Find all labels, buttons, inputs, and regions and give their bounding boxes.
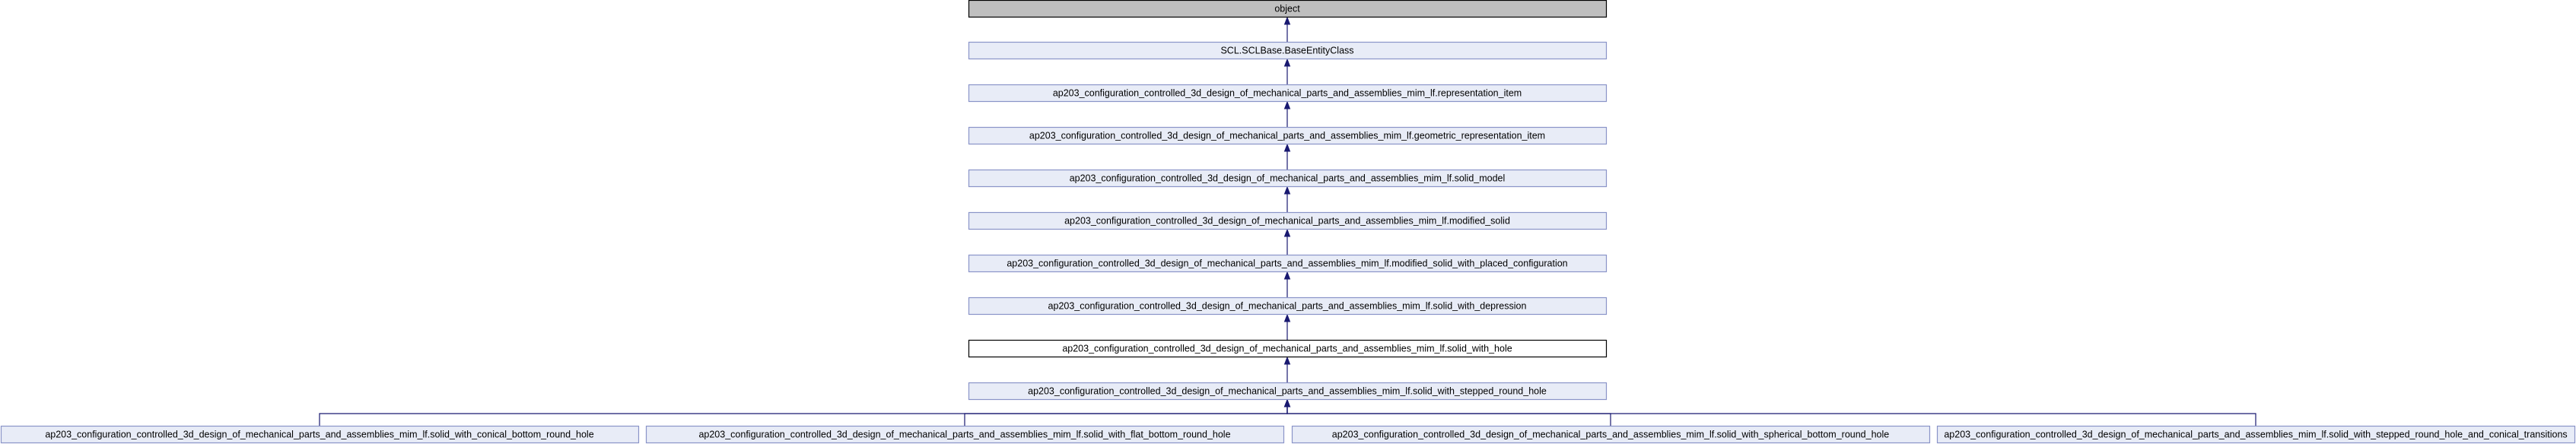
node-box <box>968 126 1608 145</box>
node-label: ap203_configuration_controlled_3d_design… <box>1062 344 1512 354</box>
node-label: object <box>1274 4 1300 14</box>
inheritance-edge <box>1283 356 1291 382</box>
node-label: ap203_configuration_controlled_3d_design… <box>1029 131 1545 141</box>
node-box <box>968 382 1608 401</box>
inheritance-edge <box>1283 100 1291 127</box>
node-label: ap203_configuration_controlled_3d_design… <box>1048 301 1527 312</box>
class-node[interactable]: ap203_configuration_controlled_3d_design… <box>968 126 1608 145</box>
inheritance-edge <box>964 398 1291 426</box>
class-node[interactable]: ap203_configuration_controlled_3d_design… <box>0 425 640 444</box>
node-box <box>968 0 1608 18</box>
arrowhead-icon <box>1283 398 1291 408</box>
inheritance-edge <box>1283 271 1291 297</box>
node-box <box>968 169 1608 188</box>
arrowhead-icon <box>1283 100 1291 109</box>
class-node[interactable]: ap203_configuration_controlled_3d_design… <box>968 382 1608 401</box>
inheritance-edge <box>1283 228 1291 255</box>
node-box <box>968 339 1608 358</box>
arrowhead-icon <box>1283 16 1291 25</box>
node-box <box>1291 425 1931 444</box>
node-box <box>1936 425 2576 444</box>
node-box <box>968 41 1608 60</box>
node-label: ap203_configuration_controlled_3d_design… <box>1064 216 1510 227</box>
arrowhead-icon <box>1283 143 1291 152</box>
arrowhead-icon <box>1283 58 1291 67</box>
node-box <box>968 211 1608 230</box>
inheritance-edge <box>1283 16 1291 42</box>
node-box <box>968 84 1608 103</box>
current-class-node: ap203_configuration_controlled_3d_design… <box>968 339 1608 358</box>
node-label: SCL.SCLBase.BaseEntityClass <box>1220 46 1353 56</box>
node-label: ap203_configuration_controlled_3d_design… <box>1053 88 1522 99</box>
node-box <box>968 297 1608 316</box>
node-label: ap203_configuration_controlled_3d_design… <box>1944 430 2567 440</box>
node-label: ap203_configuration_controlled_3d_design… <box>1028 386 1547 397</box>
class-node[interactable]: ap203_configuration_controlled_3d_design… <box>968 211 1608 230</box>
edge-line <box>964 406 1288 426</box>
class-node[interactable]: ap203_configuration_controlled_3d_design… <box>968 254 1608 273</box>
arrowhead-icon <box>1283 271 1291 280</box>
inheritance-edge <box>319 398 1291 426</box>
class-node[interactable]: ap203_configuration_controlled_3d_design… <box>968 84 1608 103</box>
arrowhead-icon <box>1283 313 1291 322</box>
class-node[interactable]: ap203_configuration_controlled_3d_design… <box>968 169 1608 188</box>
node-box <box>645 425 1285 444</box>
arrowhead-icon <box>1283 186 1291 195</box>
edges-layer <box>319 16 2256 426</box>
inheritance-edge <box>1283 58 1291 84</box>
node-label: ap203_configuration_controlled_3d_design… <box>45 430 593 440</box>
node-label: ap203_configuration_controlled_3d_design… <box>698 430 1230 440</box>
class-node[interactable]: SCL.SCLBase.BaseEntityClass <box>968 41 1608 60</box>
edge-line <box>1286 406 2256 426</box>
class-node[interactable]: ap203_configuration_controlled_3d_design… <box>1291 425 1931 444</box>
inheritance-edge <box>1283 313 1291 340</box>
edge-line <box>319 406 1288 426</box>
arrowhead-icon <box>1283 228 1291 237</box>
node-label: ap203_configuration_controlled_3d_design… <box>1332 430 1889 440</box>
node-box <box>968 254 1608 273</box>
inheritance-edge <box>1283 186 1291 212</box>
class-node[interactable]: ap203_configuration_controlled_3d_design… <box>1936 425 2576 444</box>
inheritance-edge <box>1283 398 2256 426</box>
edge-line <box>1286 406 1611 426</box>
inheritance-edge <box>1283 143 1291 170</box>
arrowhead-icon <box>1283 356 1291 365</box>
inheritance-edge <box>1283 398 1611 426</box>
node-label: ap203_configuration_controlled_3d_design… <box>1070 173 1506 184</box>
node-box <box>0 425 640 444</box>
class-node[interactable]: ap203_configuration_controlled_3d_design… <box>968 297 1608 316</box>
root-class-node[interactable]: object <box>968 0 1608 18</box>
node-label: ap203_configuration_controlled_3d_design… <box>1007 258 1567 269</box>
class-node[interactable]: ap203_configuration_controlled_3d_design… <box>645 425 1285 444</box>
